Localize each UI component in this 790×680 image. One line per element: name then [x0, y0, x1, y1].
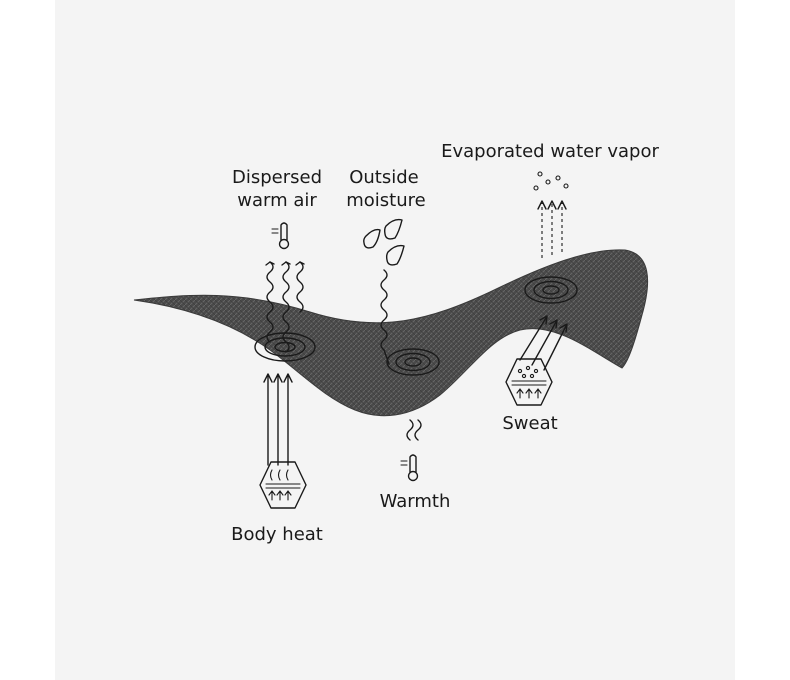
water-droplets-icon: [363, 218, 405, 266]
moisture-ripple: [386, 348, 440, 376]
sweat-ripple: [524, 276, 578, 304]
dispersed-air-waves: [265, 261, 305, 353]
label-dispersed-2: warm air: [237, 190, 317, 211]
thermometer-icon: [271, 222, 290, 250]
fabric-shape: [133, 249, 649, 417]
label-dispersed-1: Dispersed: [232, 167, 322, 188]
warmth-wave: [406, 419, 414, 441]
label-sweat: Sweat: [502, 413, 557, 434]
body-heat-hexagon-icon: [259, 461, 307, 509]
label-body-heat: Body heat: [231, 524, 323, 545]
label-evaporated: Evaporated water vapor: [441, 141, 659, 162]
moisture-wave: [380, 269, 390, 365]
vapor-dots: [533, 171, 569, 191]
label-outside-2: moisture: [346, 190, 425, 211]
label-warmth: Warmth: [380, 491, 451, 512]
sweat-arrows: [519, 315, 568, 371]
vapor-arrows: [537, 200, 567, 258]
thermometer-icon: [400, 454, 419, 482]
sweat-hexagon-icon: [505, 358, 553, 406]
body-heat-arrows: [263, 373, 293, 466]
label-outside-1: Outside: [349, 167, 419, 188]
